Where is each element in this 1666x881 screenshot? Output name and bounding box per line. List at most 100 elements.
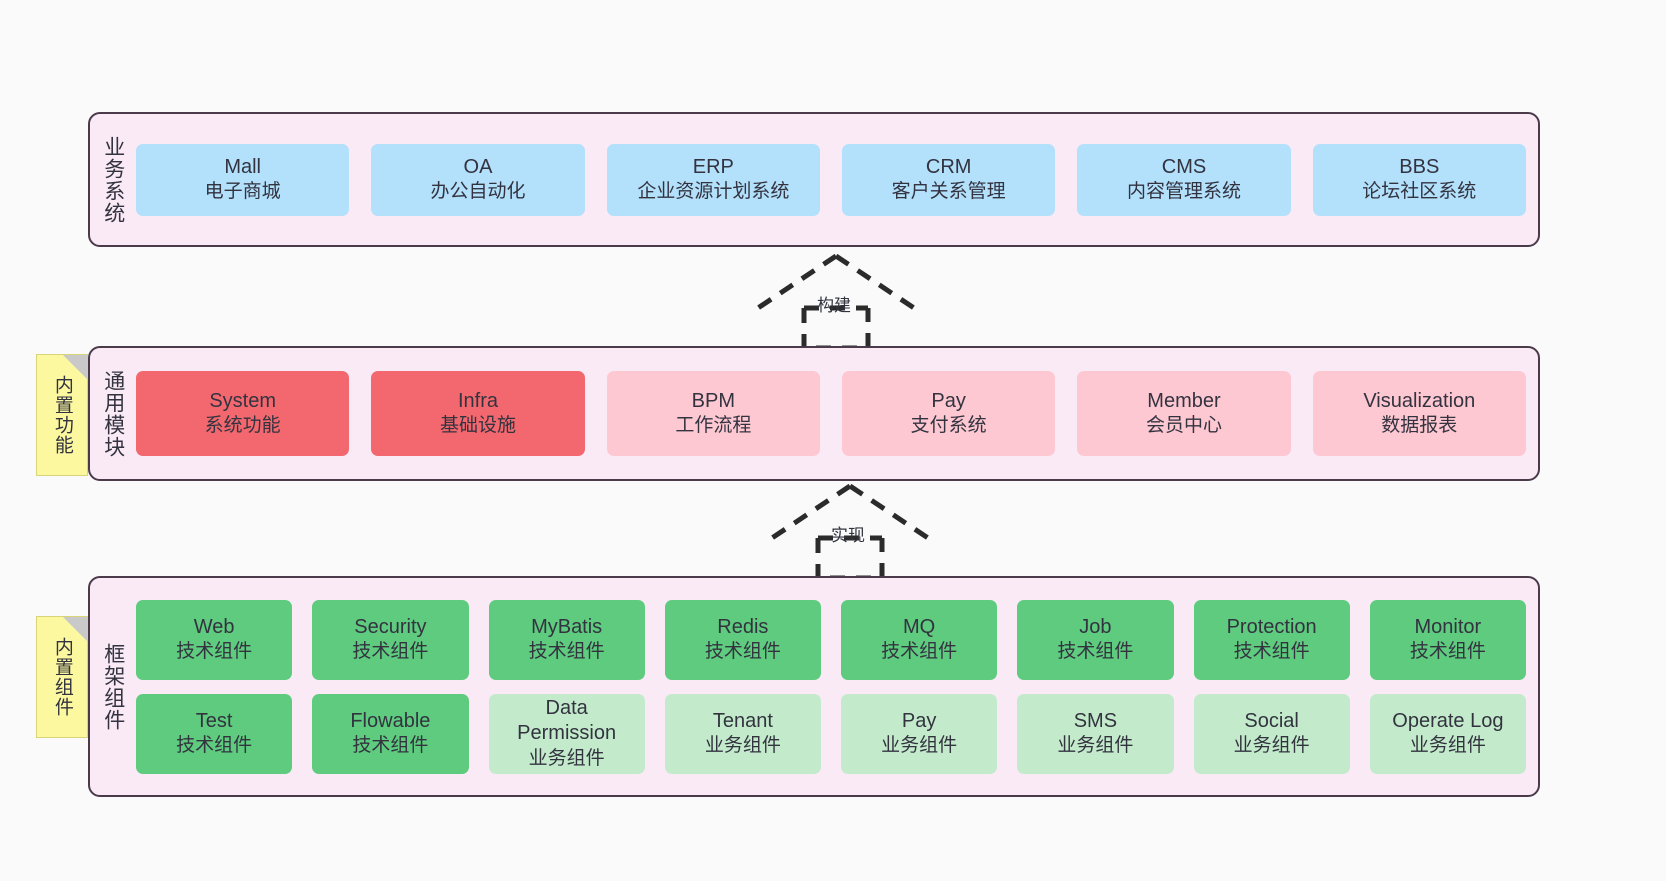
- node-visualization[interactable]: Visualization 数据报表: [1312, 371, 1526, 456]
- node-web[interactable]: Web 技术组件: [136, 599, 293, 680]
- node-title: Member: [1147, 389, 1221, 412]
- layer-common-modules: 通用模块 System 系统功能 Infra 基础设施 BPM 工作流程 Pay…: [88, 346, 1540, 481]
- node-title: CMS: [1161, 155, 1207, 178]
- node-subtitle: 工作流程: [675, 415, 752, 437]
- node-title: Web: [193, 615, 235, 638]
- node-bpm[interactable]: BPM 工作流程: [606, 371, 820, 456]
- node-title: Security: [354, 615, 427, 638]
- node-flowable[interactable]: Flowable 技术组件: [312, 693, 469, 774]
- node-test[interactable]: Test 技术组件: [136, 693, 293, 774]
- node-pay[interactable]: Pay 支付系统: [841, 371, 1056, 456]
- node-crm[interactable]: CRM 客户关系管理: [841, 143, 1056, 216]
- node-protection[interactable]: Protection 技术组件: [1193, 599, 1350, 680]
- node-job[interactable]: Job 技术组件: [1017, 599, 1174, 680]
- node-redis[interactable]: Redis 技术组件: [664, 599, 821, 680]
- node-subtitle: 支付系统: [910, 415, 987, 437]
- node-subtitle: 业务组件: [1057, 735, 1134, 757]
- node-title: Mall: [224, 155, 261, 178]
- node-bbs[interactable]: BBS 论坛社区系统: [1312, 143, 1526, 216]
- sticky-note-builtin-features: 内置功能: [36, 354, 88, 476]
- node-subtitle: 办公自动化: [430, 181, 526, 203]
- layer-label-common-modules: 通用模块: [101, 369, 125, 458]
- node-subtitle: 业务组件: [528, 747, 605, 769]
- node-subtitle: 数据报表: [1381, 415, 1458, 437]
- node-row: Web 技术组件 Security 技术组件 MyBatis 技术组件 Redi…: [136, 599, 1526, 680]
- node-subtitle: 技术组件: [176, 641, 253, 663]
- node-system[interactable]: System 系统功能: [136, 371, 350, 456]
- node-title: Operate Log: [1392, 709, 1504, 732]
- node-subtitle: 论坛社区系统: [1362, 181, 1477, 203]
- node-title: Protection: [1226, 615, 1317, 638]
- node-title: Monitor: [1414, 615, 1482, 638]
- node-title: Visualization: [1363, 389, 1476, 412]
- node-title: BBS: [1399, 155, 1440, 178]
- node-title: OA: [463, 155, 493, 178]
- node-subtitle: 技术组件: [1057, 641, 1134, 663]
- node-subtitle: 技术组件: [528, 641, 605, 663]
- node-title: Social: [1244, 709, 1299, 732]
- layer-body-framework-components: Web 技术组件 Security 技术组件 MyBatis 技术组件 Redi…: [136, 578, 1538, 795]
- node-infra[interactable]: Infra 基础设施: [371, 371, 585, 456]
- node-title: Pay: [931, 389, 966, 412]
- node-mq[interactable]: MQ 技术组件: [841, 599, 998, 680]
- node-subtitle: 技术组件: [704, 641, 781, 663]
- node-title: BPM: [691, 389, 735, 412]
- node-subtitle: 技术组件: [352, 735, 429, 757]
- layer-body-common-modules: System 系统功能 Infra 基础设施 BPM 工作流程 Pay 支付系统…: [136, 348, 1538, 479]
- node-subtitle: 技术组件: [881, 641, 958, 663]
- node-row: Mall 电子商城 OA 办公自动化 ERP 企业资源计划系统 CRM 客户关系…: [136, 143, 1526, 216]
- node-subtitle: 系统功能: [204, 415, 281, 437]
- node-sms[interactable]: SMS 业务组件: [1017, 693, 1174, 774]
- node-oa[interactable]: OA 办公自动化: [371, 143, 585, 216]
- node-title: Job: [1079, 615, 1112, 638]
- node-subtitle: 技术组件: [1233, 641, 1310, 663]
- node-subtitle: 业务组件: [1233, 735, 1310, 757]
- layer-body-business-systems: Mall 电子商城 OA 办公自动化 ERP 企业资源计划系统 CRM 客户关系…: [136, 114, 1538, 245]
- node-row: System 系统功能 Infra 基础设施 BPM 工作流程 Pay 支付系统…: [136, 371, 1526, 456]
- node-social[interactable]: Social 业务组件: [1193, 693, 1350, 774]
- node-title: Infra: [457, 389, 498, 412]
- layer-framework-components: 框架组件 Web 技术组件 Security 技术组件 MyBatis 技术组件…: [88, 576, 1540, 797]
- node-erp[interactable]: ERP 企业资源计划系统: [606, 143, 820, 216]
- layer-business-systems: 业务系统 Mall 电子商城 OA 办公自动化 ERP 企业资源计划系统 CRM…: [88, 112, 1540, 247]
- connector-build-label: 构建: [817, 296, 851, 315]
- node-subtitle: 电子商城: [204, 181, 281, 203]
- node-subtitle: 技术组件: [352, 641, 429, 663]
- node-subtitle: 技术组件: [176, 735, 253, 757]
- node-subtitle: 业务组件: [1409, 735, 1486, 757]
- node-mall[interactable]: Mall 电子商城: [136, 143, 350, 216]
- node-title: MyBatis: [531, 615, 603, 638]
- node-title: System: [209, 389, 276, 412]
- node-title: Redis: [717, 615, 769, 638]
- connector-implement-label: 实现: [831, 526, 865, 545]
- node-title: Tenant: [712, 709, 773, 732]
- layer-label-business-systems: 业务系统: [101, 135, 125, 224]
- node-subtitle: 客户关系管理: [891, 181, 1006, 203]
- node-subtitle: 业务组件: [881, 735, 958, 757]
- sticky-note-builtin-components: 内置组件: [36, 616, 88, 738]
- node-data-permission[interactable]: Data Permission 业务组件: [488, 693, 645, 774]
- node-security[interactable]: Security 技术组件: [312, 599, 469, 680]
- node-title: CRM: [925, 155, 972, 178]
- node-row: Test 技术组件 Flowable 技术组件 Data Permission …: [136, 693, 1526, 774]
- node-subtitle: 企业资源计划系统: [637, 181, 790, 203]
- node-title: Pay: [901, 709, 937, 732]
- node-mybatis[interactable]: MyBatis 技术组件: [488, 599, 645, 680]
- node-subtitle: 技术组件: [1409, 641, 1486, 663]
- node-cms[interactable]: CMS 内容管理系统: [1077, 143, 1291, 216]
- node-title: Flowable: [350, 709, 431, 732]
- node-operate-log[interactable]: Operate Log 业务组件: [1369, 693, 1526, 774]
- node-pay-business[interactable]: Pay 业务组件: [841, 693, 998, 774]
- node-title: Data Permission: [517, 696, 617, 745]
- node-subtitle: 业务组件: [704, 735, 781, 757]
- layer-label-framework-components: 框架组件: [101, 642, 125, 731]
- node-tenant[interactable]: Tenant 业务组件: [664, 693, 821, 774]
- node-monitor[interactable]: Monitor 技术组件: [1369, 599, 1526, 680]
- node-subtitle: 基础设施: [439, 415, 516, 437]
- node-member[interactable]: Member 会员中心: [1077, 371, 1291, 456]
- node-subtitle: 会员中心: [1145, 415, 1222, 437]
- node-title: SMS: [1073, 709, 1118, 732]
- node-title: MQ: [903, 615, 936, 638]
- node-subtitle: 内容管理系统: [1126, 181, 1241, 203]
